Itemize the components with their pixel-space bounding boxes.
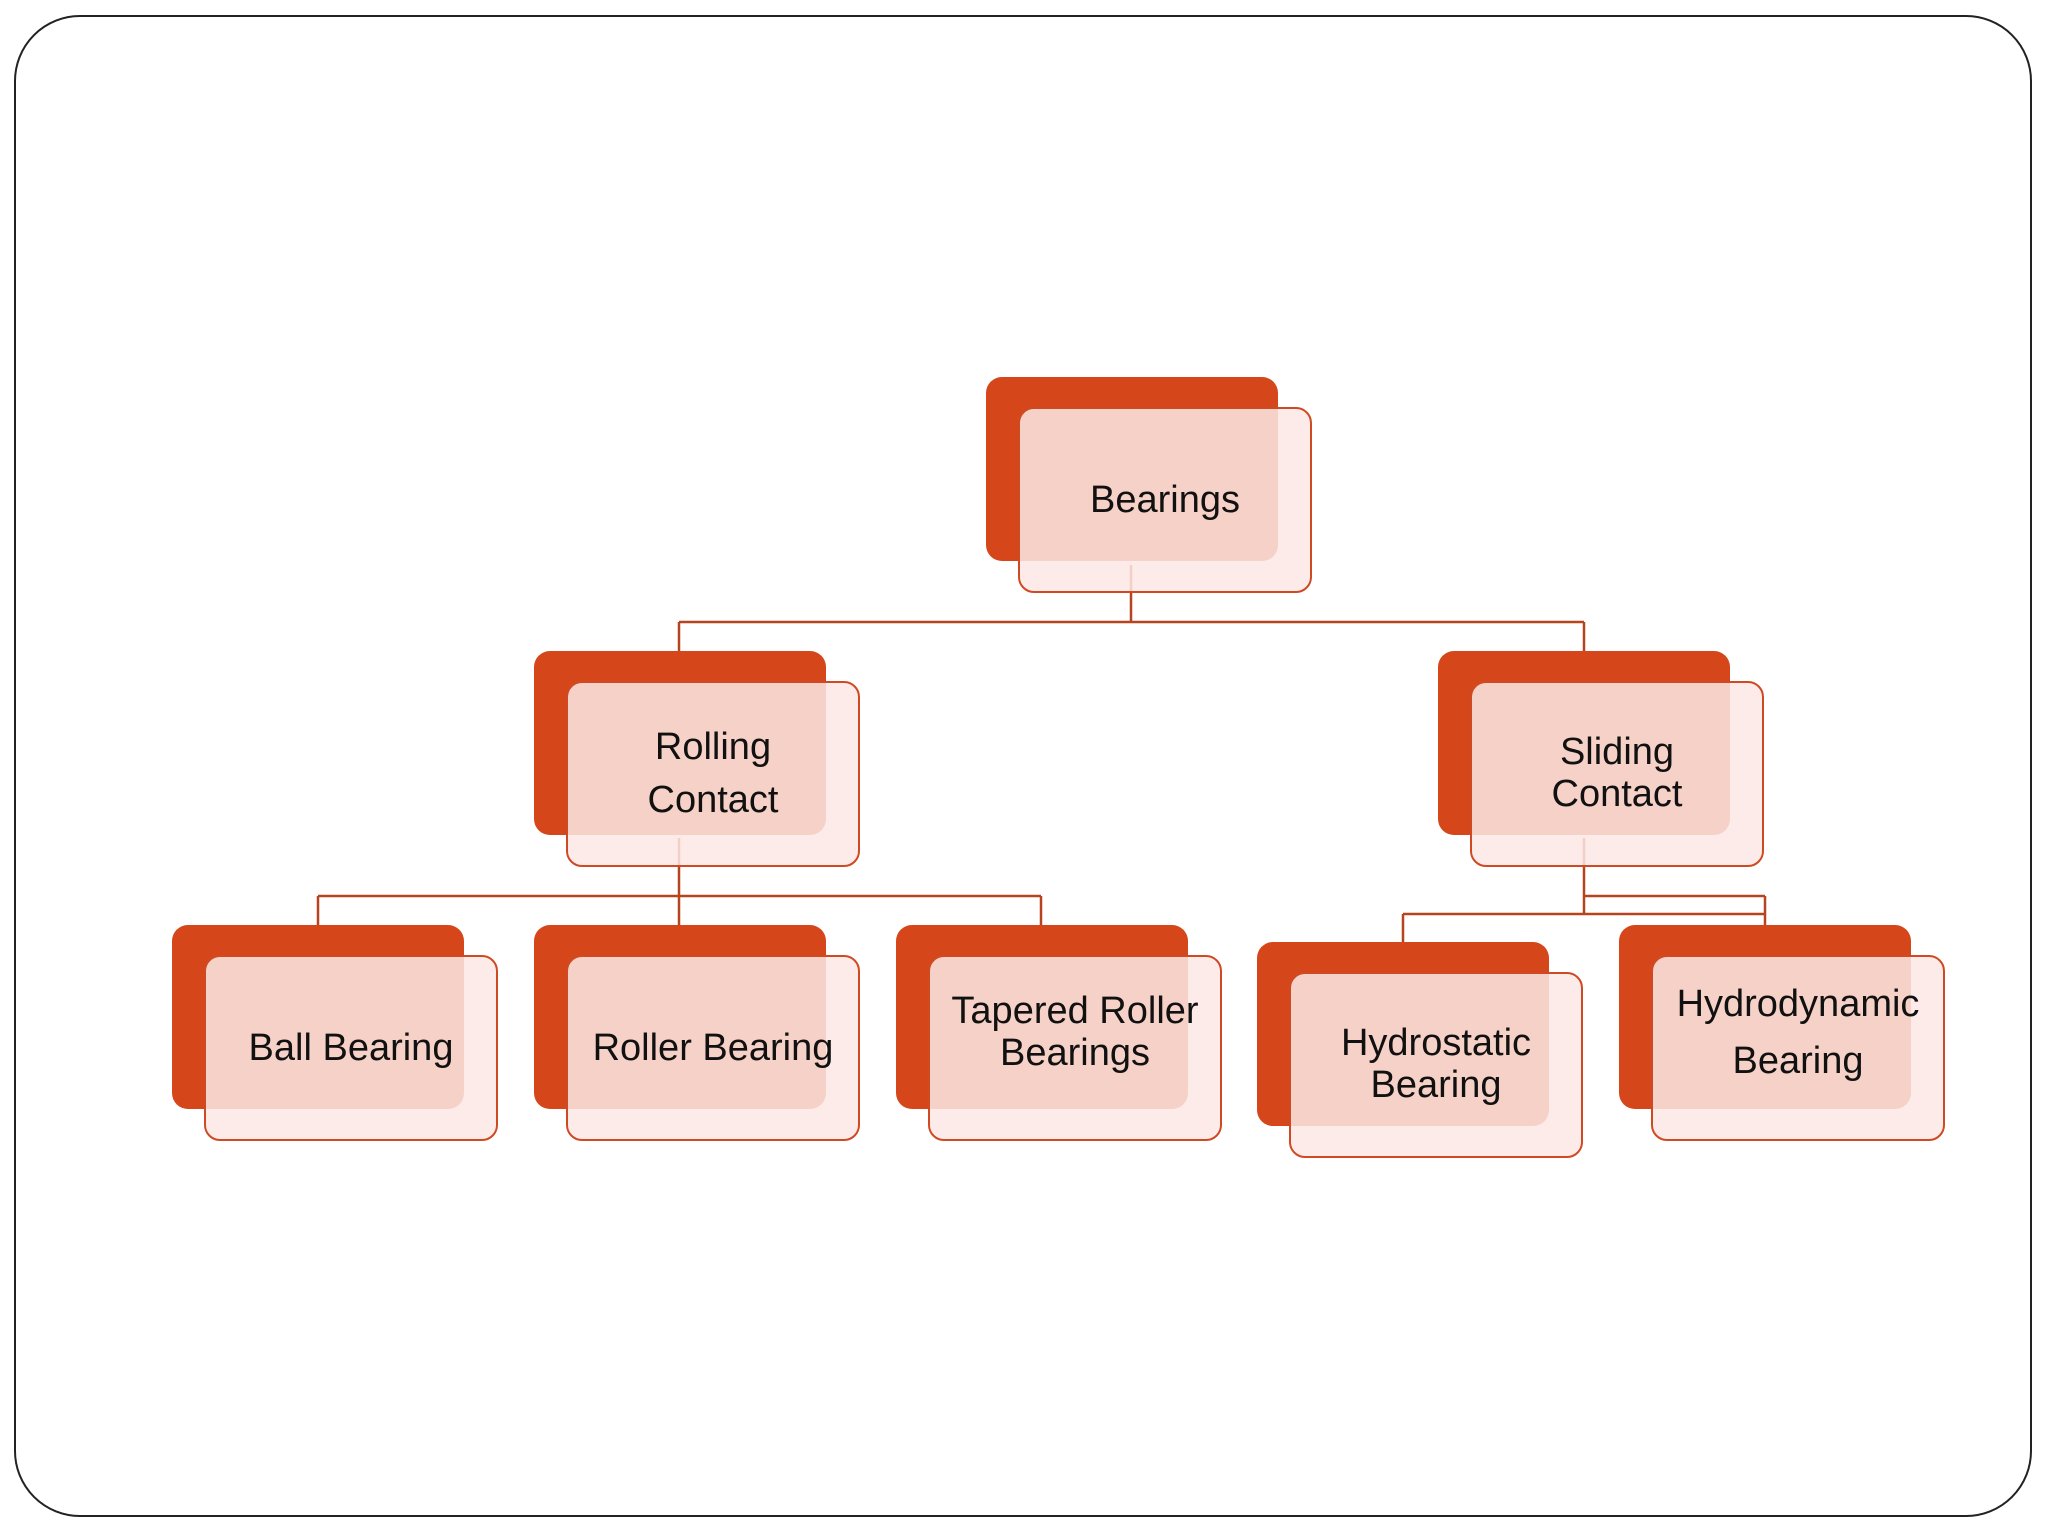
node-label: Bearings <box>1090 478 1240 521</box>
node-label: Ball Bearing <box>248 1026 454 1069</box>
node-card: Bearings <box>1018 407 1312 593</box>
node-label: Roller Bearing <box>592 1026 834 1069</box>
node-card: Ball Bearing <box>204 955 498 1141</box>
node-label: Tapered Roller Bearings <box>951 990 1199 1074</box>
node-label: Rolling Contact <box>647 725 779 821</box>
node-card: Hydrodynamic Bearing <box>1651 955 1945 1141</box>
node-label: Hydrodynamic Bearing <box>1676 983 1920 1082</box>
node-label: Hydrostatic Bearing <box>1340 1022 1532 1106</box>
node-card: Tapered Roller Bearings <box>928 955 1222 1141</box>
node-card: Hydrostatic Bearing <box>1289 972 1583 1158</box>
node-card: Roller Bearing <box>566 955 860 1141</box>
node-card: Sliding Contact <box>1470 681 1764 867</box>
node-label: Sliding Contact <box>1551 731 1683 815</box>
node-card: Rolling Contact <box>566 681 860 867</box>
